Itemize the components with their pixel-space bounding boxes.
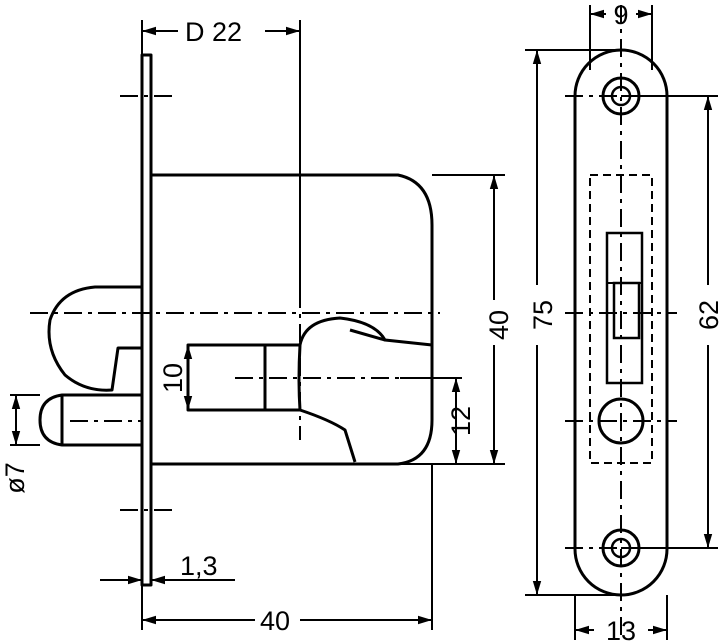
label-plate-length: 75 <box>528 300 558 330</box>
label-plate-inner-width: 9 <box>613 0 628 30</box>
label-plate-width: 13 <box>606 616 636 644</box>
label-plate-thickness: 1,3 <box>180 551 218 581</box>
front-dimensions <box>525 5 718 640</box>
side-center-lines <box>30 95 440 511</box>
label-hole-spacing: 62 <box>694 300 720 330</box>
label-backset: D 22 <box>185 17 242 47</box>
hook-latch <box>47 285 142 392</box>
latch-slot <box>605 231 644 385</box>
label-tongue-height: 10 <box>158 363 188 393</box>
round-bolt <box>38 393 142 447</box>
label-bolt-diameter: ø7 <box>0 462 30 494</box>
cam-edge <box>349 328 386 342</box>
tongue-block <box>186 343 267 412</box>
lock-case <box>151 173 434 466</box>
side-dimensions <box>10 20 505 630</box>
cam-body <box>265 316 433 463</box>
label-pin-offset: 12 <box>446 406 476 436</box>
label-case-depth: 40 <box>260 606 290 636</box>
side-view <box>38 53 434 587</box>
front-plate <box>140 53 153 587</box>
label-case-height: 40 <box>484 310 514 340</box>
